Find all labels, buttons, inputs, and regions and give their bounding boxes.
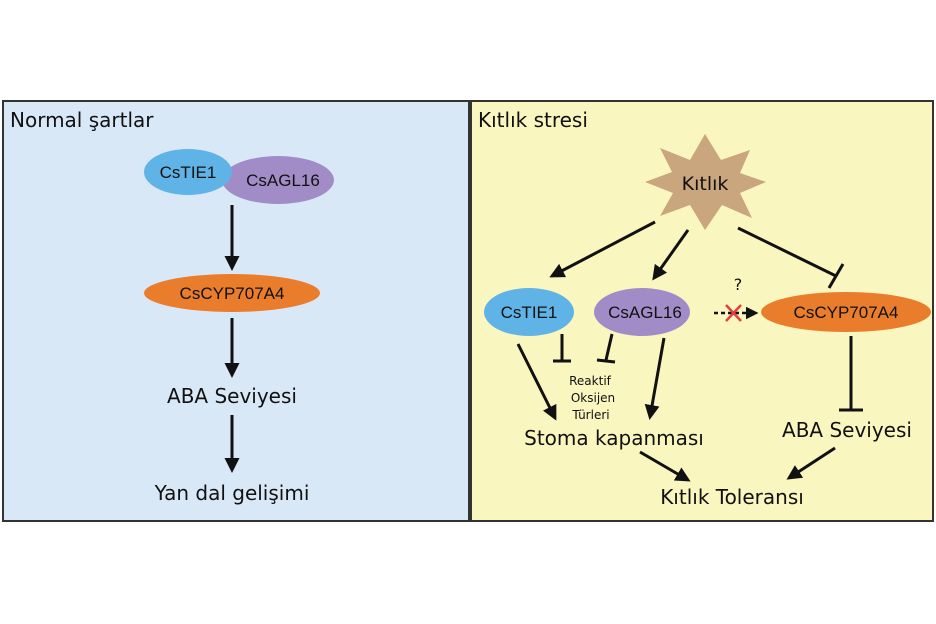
left-cscyp707a4-label: CsCYP707A4	[180, 284, 285, 303]
agl16-inhibits-ros-bar	[596, 358, 616, 364]
drought-stress-title: Kıtlık stresi	[478, 108, 588, 132]
stomata-to-tolerance-arrow	[639, 450, 691, 482]
right-aba-level-label: ABA Seviyesi	[782, 418, 912, 442]
left-cstie1-label: CsTIE1	[160, 163, 217, 182]
drought-inhibits-cyp-bar	[827, 263, 845, 289]
uncertain-question-mark: ?	[734, 275, 743, 294]
ros-label-line-1: Reaktif	[569, 374, 612, 388]
left-cscyp707a4-node	[144, 274, 320, 312]
drought-label: Kıtlık	[682, 173, 729, 195]
aba-to-tolerance-arrow	[786, 446, 836, 480]
left-branching-label: Yan dal gelişimi	[154, 481, 310, 505]
agl16-inhibits-ros-line	[604, 333, 614, 361]
right-cstie1-node	[484, 288, 574, 336]
block-x-stroke-b	[725, 304, 742, 322]
left-aba-level-label: ABA Seviyesi	[167, 384, 297, 408]
drought-to-agl16-arrow	[652, 229, 690, 281]
stomatal-closure-label: Stoma kapanması	[524, 426, 704, 450]
ros-label-line-2: Oksijen	[571, 391, 615, 405]
left-csagl16-label: CsAGL16	[246, 171, 320, 190]
normal-conditions-title: Normal şartlar	[10, 108, 154, 132]
right-csagl16-label: CsAGL16	[608, 303, 682, 322]
right-cstie1-label: CsTIE1	[501, 303, 558, 322]
right-cscyp707a4-node	[761, 292, 931, 332]
drought-to-tie1-arrow	[549, 220, 656, 278]
agl16-to-stomata-arrow	[644, 337, 666, 420]
right-csagl16-node	[594, 288, 690, 336]
right-cscyp707a4-label: CsCYP707A4	[794, 303, 899, 322]
left-cstie1-node	[144, 149, 232, 195]
drought-tolerance-label: Kıtlık Toleransı	[660, 485, 804, 509]
left-csagl16-node	[222, 156, 334, 204]
ros-label-line-3: Türleri	[571, 408, 609, 422]
drought-burst-shape	[645, 134, 766, 230]
drought-inhibits-cyp-line	[737, 226, 837, 278]
tie1-to-stomata-arrow	[516, 343, 557, 421]
